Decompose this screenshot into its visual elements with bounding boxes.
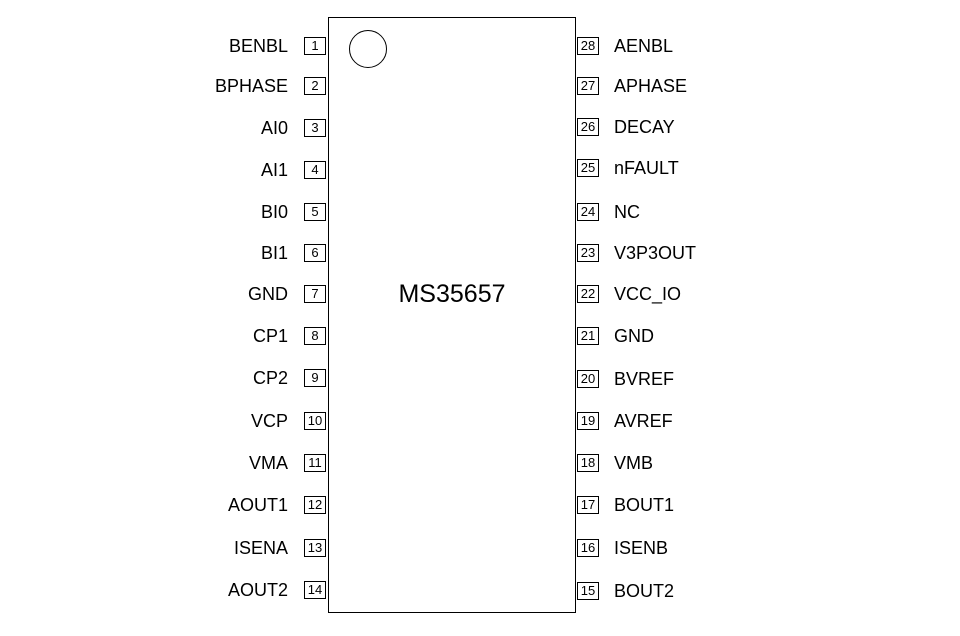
pin-name-label: BI0 bbox=[260, 202, 288, 222]
pin-name-label: BPHASE bbox=[214, 76, 288, 96]
pin-number-box: 3 bbox=[304, 119, 326, 137]
pin-number-box: 12 bbox=[304, 496, 326, 514]
pin-name-label: AI0 bbox=[260, 118, 288, 138]
pin-name-label: VMB bbox=[614, 453, 654, 473]
pin-name-label: BVREF bbox=[614, 369, 675, 389]
pin-name-label: BI1 bbox=[260, 243, 288, 263]
pin-number-box: 15 bbox=[577, 582, 599, 600]
pin-name-label: BOUT2 bbox=[614, 581, 675, 601]
pin-number-box: 11 bbox=[304, 454, 326, 472]
pin-number-box: 7 bbox=[304, 285, 326, 303]
pin-number-box: 4 bbox=[304, 161, 326, 179]
pin-name-label: ISENB bbox=[614, 538, 669, 558]
pin-number-box: 6 bbox=[304, 244, 326, 262]
pin-number-box: 26 bbox=[577, 118, 599, 136]
pin-number-box: 8 bbox=[304, 327, 326, 345]
ic-body: MS35657 bbox=[328, 17, 576, 613]
pin-number-box: 13 bbox=[304, 539, 326, 557]
pin-name-label: ISENA bbox=[233, 538, 288, 558]
pin-number-box: 2 bbox=[304, 77, 326, 95]
pin-number-box: 24 bbox=[577, 203, 599, 221]
pin-name-label: CP1 bbox=[252, 326, 288, 346]
pin-name-label: DECAY bbox=[614, 117, 675, 137]
pin-name-label: VCC_IO bbox=[614, 284, 682, 304]
pin-name-label: VMA bbox=[248, 453, 288, 473]
pin-number-box: 5 bbox=[304, 203, 326, 221]
pin-name-label: nFAULT bbox=[614, 158, 679, 178]
pin-number-box: 27 bbox=[577, 77, 599, 95]
pin-name-label: APHASE bbox=[614, 76, 688, 96]
pin-number-box: 25 bbox=[577, 159, 599, 177]
pin-number-box: 16 bbox=[577, 539, 599, 557]
pin-number-box: 22 bbox=[577, 285, 599, 303]
pin-name-label: AI1 bbox=[260, 160, 288, 180]
pin-number-box: 18 bbox=[577, 454, 599, 472]
pin-number-box: 14 bbox=[304, 581, 326, 599]
pin1-notch-circle bbox=[349, 30, 387, 68]
part-number-label: MS35657 bbox=[398, 280, 506, 308]
pin-number-box: 1 bbox=[304, 37, 326, 55]
pin-number-box: 20 bbox=[577, 370, 599, 388]
pin-name-label: AVREF bbox=[614, 411, 673, 431]
pin-name-label: VCP bbox=[250, 411, 288, 431]
pin-number-box: 21 bbox=[577, 327, 599, 345]
pin-number-box: 19 bbox=[577, 412, 599, 430]
pin-name-label: BOUT1 bbox=[614, 495, 675, 515]
pin-name-label: V3P3OUT bbox=[614, 243, 697, 263]
pin-number-box: 28 bbox=[577, 37, 599, 55]
pin-number-box: 23 bbox=[577, 244, 599, 262]
pin-name-label: AOUT1 bbox=[227, 495, 288, 515]
pin-name-label: GND bbox=[614, 326, 654, 346]
pin-name-label: AENBL bbox=[614, 36, 674, 56]
pin-name-label: AOUT2 bbox=[227, 580, 288, 600]
pin-number-box: 10 bbox=[304, 412, 326, 430]
pin-name-label: CP2 bbox=[252, 368, 288, 388]
pin-number-box: 17 bbox=[577, 496, 599, 514]
pin-number-box: 9 bbox=[304, 369, 326, 387]
pin-name-label: GND bbox=[248, 284, 288, 304]
pin-name-label: NC bbox=[614, 202, 640, 222]
pin-name-label: BENBL bbox=[228, 36, 288, 56]
